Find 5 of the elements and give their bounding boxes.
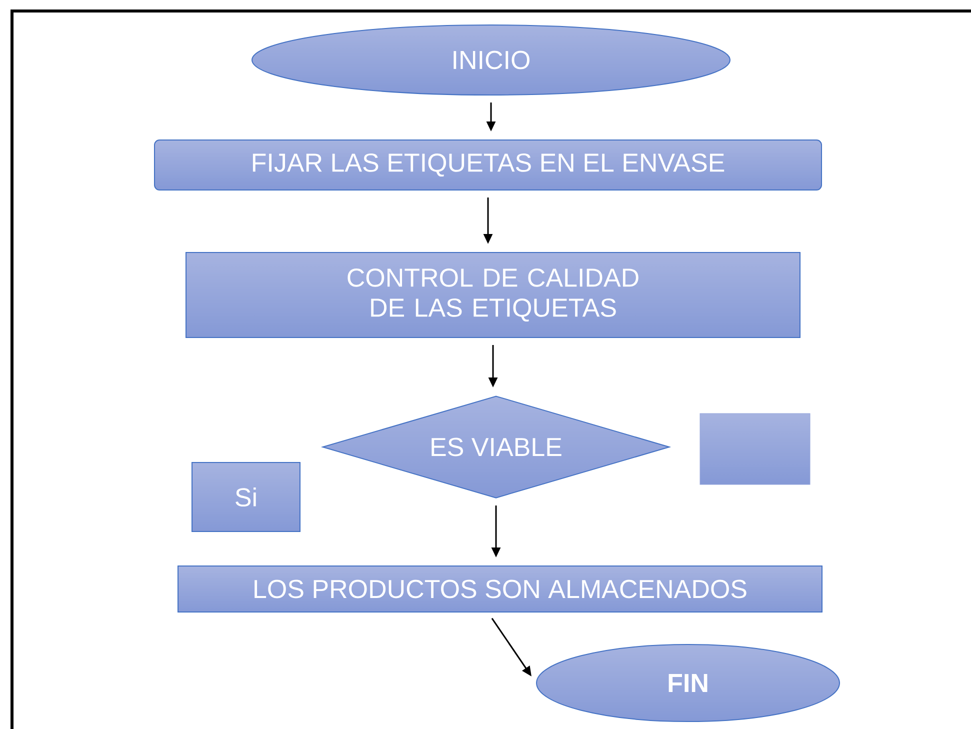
process-box: LOS PRODUCTOS SON ALMACENADOS [178, 566, 822, 612]
process-box: FIJAR LAS ETIQUETAS EN EL ENVASE [154, 140, 822, 190]
answer-box: Si [192, 462, 300, 532]
process-box: CONTROL DE CALIDAD DE LAS ETIQUETAS [186, 252, 800, 338]
empty-box [700, 413, 810, 485]
